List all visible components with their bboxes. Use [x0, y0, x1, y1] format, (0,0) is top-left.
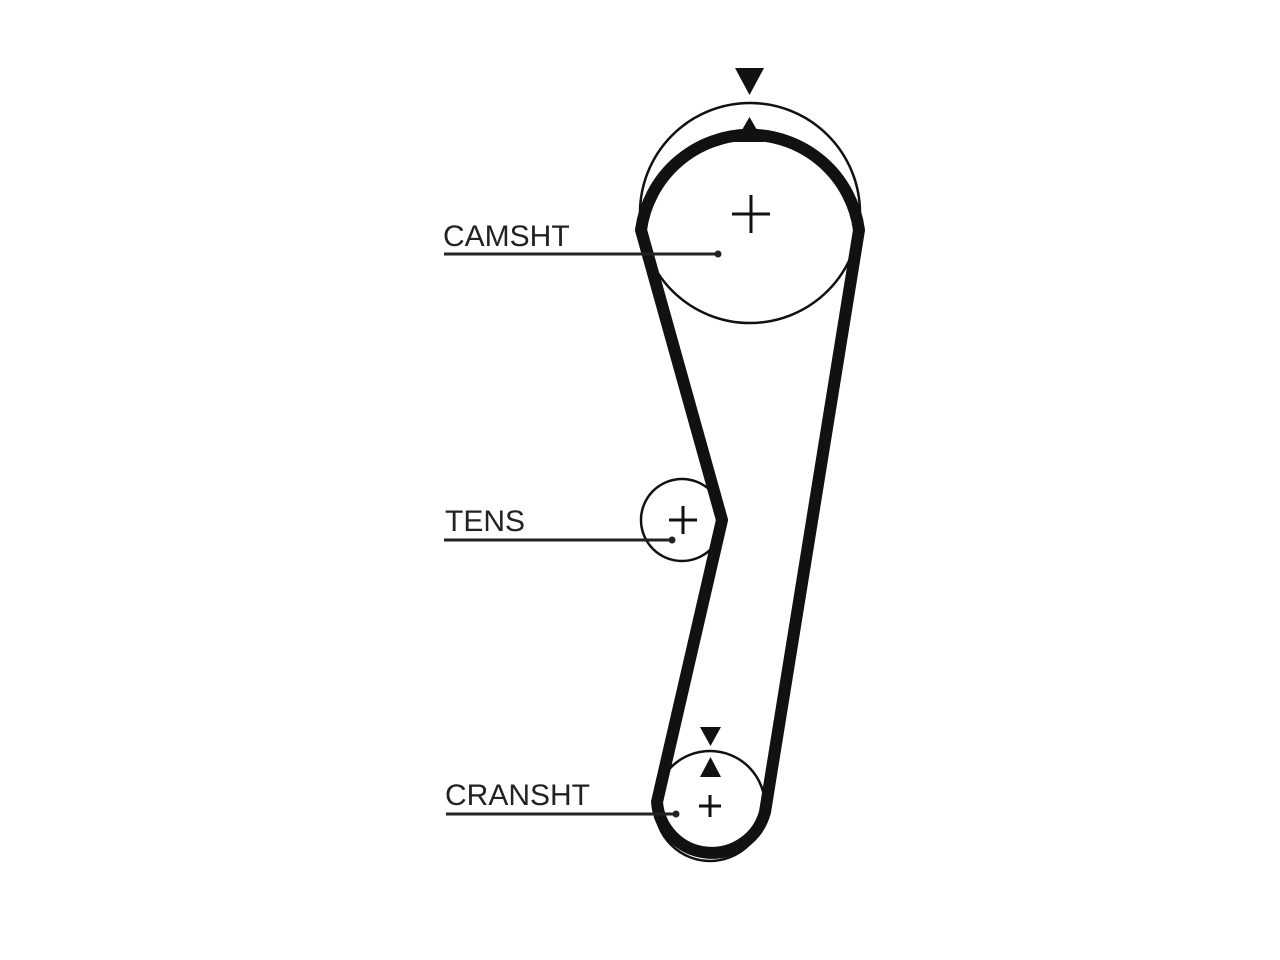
crankshaft-timing-mark-top — [700, 727, 721, 746]
tensioner-leader-dot — [668, 536, 676, 544]
crankshaft-label: CRANSHT — [445, 779, 590, 812]
camshaft-timing-mark-top — [735, 68, 764, 95]
timing-belt — [635, 128, 865, 859]
tensioner-label: TENS — [445, 505, 525, 538]
camshaft-leader-dot — [714, 250, 722, 258]
camshaft-timing-mark-bottom — [735, 117, 764, 142]
camshaft-center-cross — [732, 195, 770, 233]
camshaft-label: CAMSHT — [443, 220, 570, 253]
crankshaft-timing-mark-bottom — [700, 757, 721, 777]
crankshaft-center-cross — [699, 795, 721, 817]
tensioner-center-cross — [669, 506, 697, 534]
crankshaft-leader-dot — [672, 810, 680, 818]
